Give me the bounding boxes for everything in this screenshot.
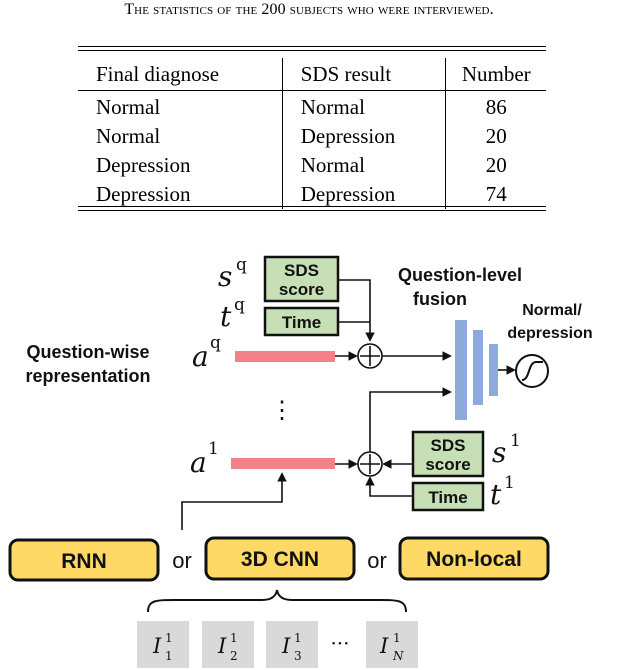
sds-score-box-bottom — [411, 430, 485, 478]
fusion-bar-2 — [473, 330, 483, 405]
frame-symbol-2: I — [217, 634, 227, 658]
representation-bar-bottom — [231, 458, 335, 469]
frame-box-3 — [266, 621, 318, 668]
superscript-1-a: 1 — [208, 439, 219, 459]
table-cell: 74 — [445, 180, 546, 209]
table-cell: Normal — [281, 151, 446, 180]
frame-sub-n: N — [392, 649, 404, 663]
sds-score-label-bottom-1: SDS — [431, 436, 466, 455]
symbol-a-bottom: a — [190, 446, 207, 479]
table-top-rule-2 — [78, 50, 546, 51]
frame-sub-1: 1 — [165, 649, 173, 663]
frame-box-n — [366, 621, 418, 668]
superscript-q-s: q — [236, 255, 247, 275]
symbol-t-bottom: t — [490, 478, 502, 511]
table-cell: Normal — [96, 124, 161, 148]
col-header-number: Number — [445, 58, 546, 91]
frame-sup-2: 1 — [230, 631, 238, 645]
sigmoid-icon — [515, 354, 549, 388]
frame-sup-1: 1 — [165, 631, 173, 645]
frame-sup-3: 1 — [294, 631, 302, 645]
table-cell: Normal — [96, 95, 161, 119]
superscript-1-t: 1 — [504, 473, 515, 493]
question-wise-label-1: Question-wise — [26, 342, 149, 362]
time-label-top: Time — [282, 313, 321, 332]
frame-symbol-n: I — [379, 634, 389, 658]
frame-sub-3: 3 — [294, 649, 302, 663]
symbol-s-top: s — [218, 260, 232, 293]
output-label-1: Normal/ — [522, 302, 582, 319]
frames-ellipsis: ··· — [330, 631, 349, 655]
non-local-box — [398, 536, 550, 581]
table-top-rule — [78, 46, 546, 47]
model-diagram: s q t q SDS score Time Question-level fu… — [8, 255, 593, 668]
col-header-sds-result: SDS result — [281, 58, 446, 91]
symbol-a-top: a — [192, 340, 209, 373]
table-header-row: Final diagnose SDS result Number — [78, 58, 546, 91]
sds-score-label-bottom-2: score — [425, 455, 470, 474]
table-row: Depression Depression 74 — [78, 180, 546, 209]
table-cell: 86 — [445, 90, 546, 122]
rnn-label: RNN — [61, 550, 107, 573]
sds-score-box-top — [263, 255, 340, 303]
col-header-final-diagnose: Final diagnose — [78, 58, 283, 91]
fusion-label-1: Question-level — [398, 265, 522, 285]
symbol-t-top: t — [220, 300, 232, 333]
time-box-top — [263, 306, 340, 337]
frames-brace — [147, 589, 407, 613]
table-cell: Normal — [281, 90, 446, 122]
superscript-q-t: q — [234, 295, 245, 315]
superscript-q-a: q — [210, 333, 221, 353]
3d-cnn-box — [204, 536, 356, 581]
table-row: Normal Normal 86 — [78, 90, 546, 122]
frame-symbol-1: I — [152, 634, 162, 658]
frame-box-1 — [137, 621, 189, 668]
non-local-label: Non-local — [426, 548, 522, 571]
table-cell: Depression — [96, 182, 191, 206]
question-wise-label-2: representation — [25, 366, 150, 386]
table-row: Normal Depression 20 — [78, 122, 546, 151]
frame-sup-n: 1 — [393, 631, 401, 645]
fusion-bar-1 — [455, 320, 467, 420]
table-bottom-rule-2 — [78, 210, 546, 211]
frame-symbol-3: I — [281, 634, 291, 658]
fusion-bar-3 — [489, 344, 498, 396]
frame-box-2 — [202, 621, 254, 668]
fusion-label-2: fusion — [413, 289, 467, 309]
time-label-bottom: Time — [428, 488, 467, 507]
vertical-ellipsis: ⋮ — [270, 396, 294, 424]
or-label-2: or — [367, 548, 387, 573]
table-cell: 20 — [445, 151, 546, 180]
table-cell: Depression — [96, 153, 191, 177]
or-label-1: or — [172, 548, 192, 573]
frame-sub-2: 2 — [230, 649, 238, 663]
rnn-box — [8, 538, 160, 582]
table-cell: 20 — [445, 122, 546, 151]
table-bottom-rule — [78, 206, 546, 207]
representation-bar-top — [235, 351, 335, 362]
table-caption: The statistics of the 200 subjects who w… — [124, 1, 494, 18]
sds-score-label-top-1: SDS — [284, 261, 319, 280]
3d-cnn-label: 3D CNN — [241, 548, 319, 571]
table-cell: Depression — [281, 180, 446, 209]
output-label-2: depression — [507, 325, 592, 342]
table-cell: Depression — [281, 122, 446, 151]
sds-score-label-top-2: score — [279, 280, 324, 299]
superscript-1-s: 1 — [510, 431, 521, 451]
table-row: Depression Normal 20 — [78, 151, 546, 180]
symbol-s-bottom: s — [492, 436, 506, 469]
statistics-table: Final diagnose SDS result Number Normal … — [78, 58, 546, 209]
